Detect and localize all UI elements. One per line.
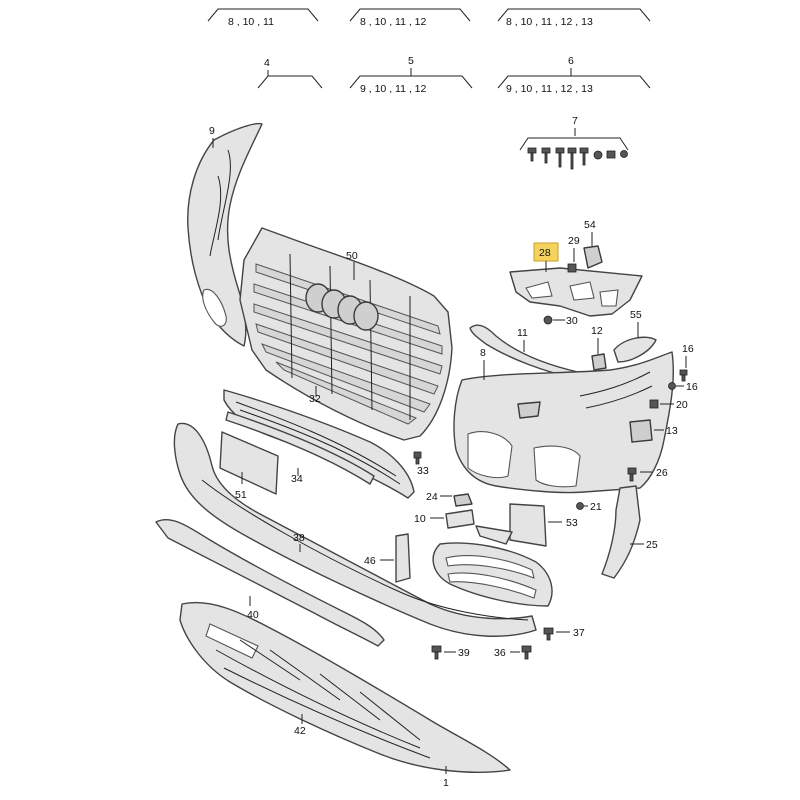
bolt-icon <box>541 147 551 164</box>
callout-11: 11 <box>517 327 528 339</box>
bolt-icon <box>527 147 537 162</box>
callout-21: 21 <box>590 501 602 513</box>
clip-icon <box>620 150 628 158</box>
callout-16-lower: 16 <box>686 381 698 393</box>
callout-24: 24 <box>426 491 438 503</box>
group-ref-3: 8 , 10 , 11 , 12 , 13 <box>497 8 651 28</box>
callout-25: 25 <box>646 539 658 551</box>
callout-28: 28 <box>539 247 551 259</box>
callout-55: 55 <box>630 309 642 321</box>
lower-trim-strip: 34 <box>225 411 375 485</box>
group-ref-5-label: 5 <box>408 55 414 67</box>
callout-37: 37 <box>573 627 585 639</box>
fastener-16-upper: 16 <box>679 343 694 382</box>
callout-8: 8 <box>480 347 486 359</box>
fog-lamp-grille <box>432 542 553 607</box>
bolt-icon <box>555 147 565 168</box>
bolt-icon <box>567 147 577 170</box>
screw-icon <box>413 451 422 465</box>
screw-icon <box>679 369 688 382</box>
fastener-16-lower: 16 <box>668 381 698 393</box>
sensor-holder-53: 53 <box>475 503 578 547</box>
sensor-bracket <box>583 245 603 269</box>
group-ref-7: 7 <box>519 115 629 151</box>
clip-icon <box>668 382 676 390</box>
callout-29: 29 <box>568 235 580 247</box>
callout-50: 50 <box>346 250 358 262</box>
clip-icon <box>543 315 553 325</box>
lower-lip-40: 40 <box>155 518 385 647</box>
bumper-mounting-bracket: 28 29 54 30 <box>509 219 643 327</box>
reflector-46: 46 <box>364 533 411 583</box>
callout-42: 42 <box>294 725 306 737</box>
callout-13: 13 <box>666 425 678 437</box>
fastener-set-7 <box>527 147 628 170</box>
clip-icon <box>649 399 659 409</box>
clip-icon <box>576 502 584 510</box>
callout-40: 40 <box>247 609 259 621</box>
clip-33: 33 <box>413 451 429 477</box>
washer-cap-10: 10 <box>414 509 475 529</box>
callout-20: 20 <box>676 399 688 411</box>
callout-36: 36 <box>494 647 506 659</box>
callout-9: 9 <box>209 125 215 137</box>
license-plate-bracket: 51 <box>219 431 279 501</box>
group-ref-3-numbers: 8 , 10 , 11 , 12 , 13 <box>506 16 593 28</box>
group-ref-4: 4 <box>257 57 323 89</box>
bumper-cover: 8 <box>453 347 674 494</box>
group-ref-4-label: 4 <box>264 57 270 69</box>
nut-icon <box>606 150 616 159</box>
underbody-panel: 42 1 <box>179 601 511 789</box>
sensor-cover: 55 <box>613 309 657 363</box>
radiator-grille: 50 <box>239 227 453 441</box>
group-ref-6: 6 9 , 10 , 11 , 12 , 13 <box>497 55 651 95</box>
group-ref-5: 5 9 , 10 , 11 , 12 <box>349 55 473 95</box>
screw-37: 37 <box>543 627 585 641</box>
callout-51: 51 <box>235 489 247 501</box>
group-ref-7-label: 7 <box>572 115 578 127</box>
clip-icon <box>567 263 577 273</box>
bolt-icon <box>579 147 589 166</box>
callout-16-upper: 16 <box>682 343 694 355</box>
screw-36: 36 <box>494 645 532 660</box>
group-ref-1: 8 , 10 , 11 <box>207 8 319 28</box>
clip-icon <box>593 150 603 160</box>
callout-46: 46 <box>364 555 376 567</box>
trim-strip: 11 <box>469 324 579 379</box>
callout-32: 32 <box>309 393 321 405</box>
screw-26: 26 <box>627 467 668 482</box>
callout-26: 26 <box>656 467 668 479</box>
callout-10: 10 <box>414 513 426 525</box>
screw-icon <box>627 467 637 482</box>
brand-rings-emblem <box>305 283 379 331</box>
guide-bracket-13: 13 <box>629 419 678 443</box>
lower-spoiler: 38 <box>173 422 537 637</box>
callout-39: 39 <box>458 647 470 659</box>
screw-icon <box>431 645 442 660</box>
small-bracket: 12 <box>591 325 607 371</box>
screw-icon <box>543 627 554 641</box>
group-ref-6-numbers: 9 , 10 , 11 , 12 , 13 <box>506 83 593 95</box>
screw-icon <box>521 645 532 660</box>
side-guide-25: 25 <box>601 485 658 579</box>
callout-34: 34 <box>291 473 303 485</box>
clip-21: 21 <box>576 501 602 513</box>
group-ref-1-numbers: 8 , 10 , 11 <box>228 16 274 28</box>
group-ref-2-numbers: 8 , 10 , 11 , 12 <box>360 16 427 28</box>
callout-12: 12 <box>591 325 603 337</box>
callout-54: 54 <box>584 219 596 231</box>
callout-53: 53 <box>566 517 578 529</box>
side-bracket: 9 <box>187 122 263 347</box>
group-ref-6-label: 6 <box>568 55 574 67</box>
group-ref-5-numbers: 9 , 10 , 11 , 12 <box>360 83 427 95</box>
callout-38: 38 <box>293 532 305 544</box>
callout-33: 33 <box>417 465 429 477</box>
callout-30: 30 <box>566 315 578 327</box>
fastener-20: 20 <box>649 399 688 411</box>
washer-nozzle-24: 24 <box>426 491 473 507</box>
screw-39: 39 <box>431 645 470 660</box>
callout-1: 1 <box>443 777 449 789</box>
group-ref-2: 8 , 10 , 11 , 12 <box>349 8 471 28</box>
